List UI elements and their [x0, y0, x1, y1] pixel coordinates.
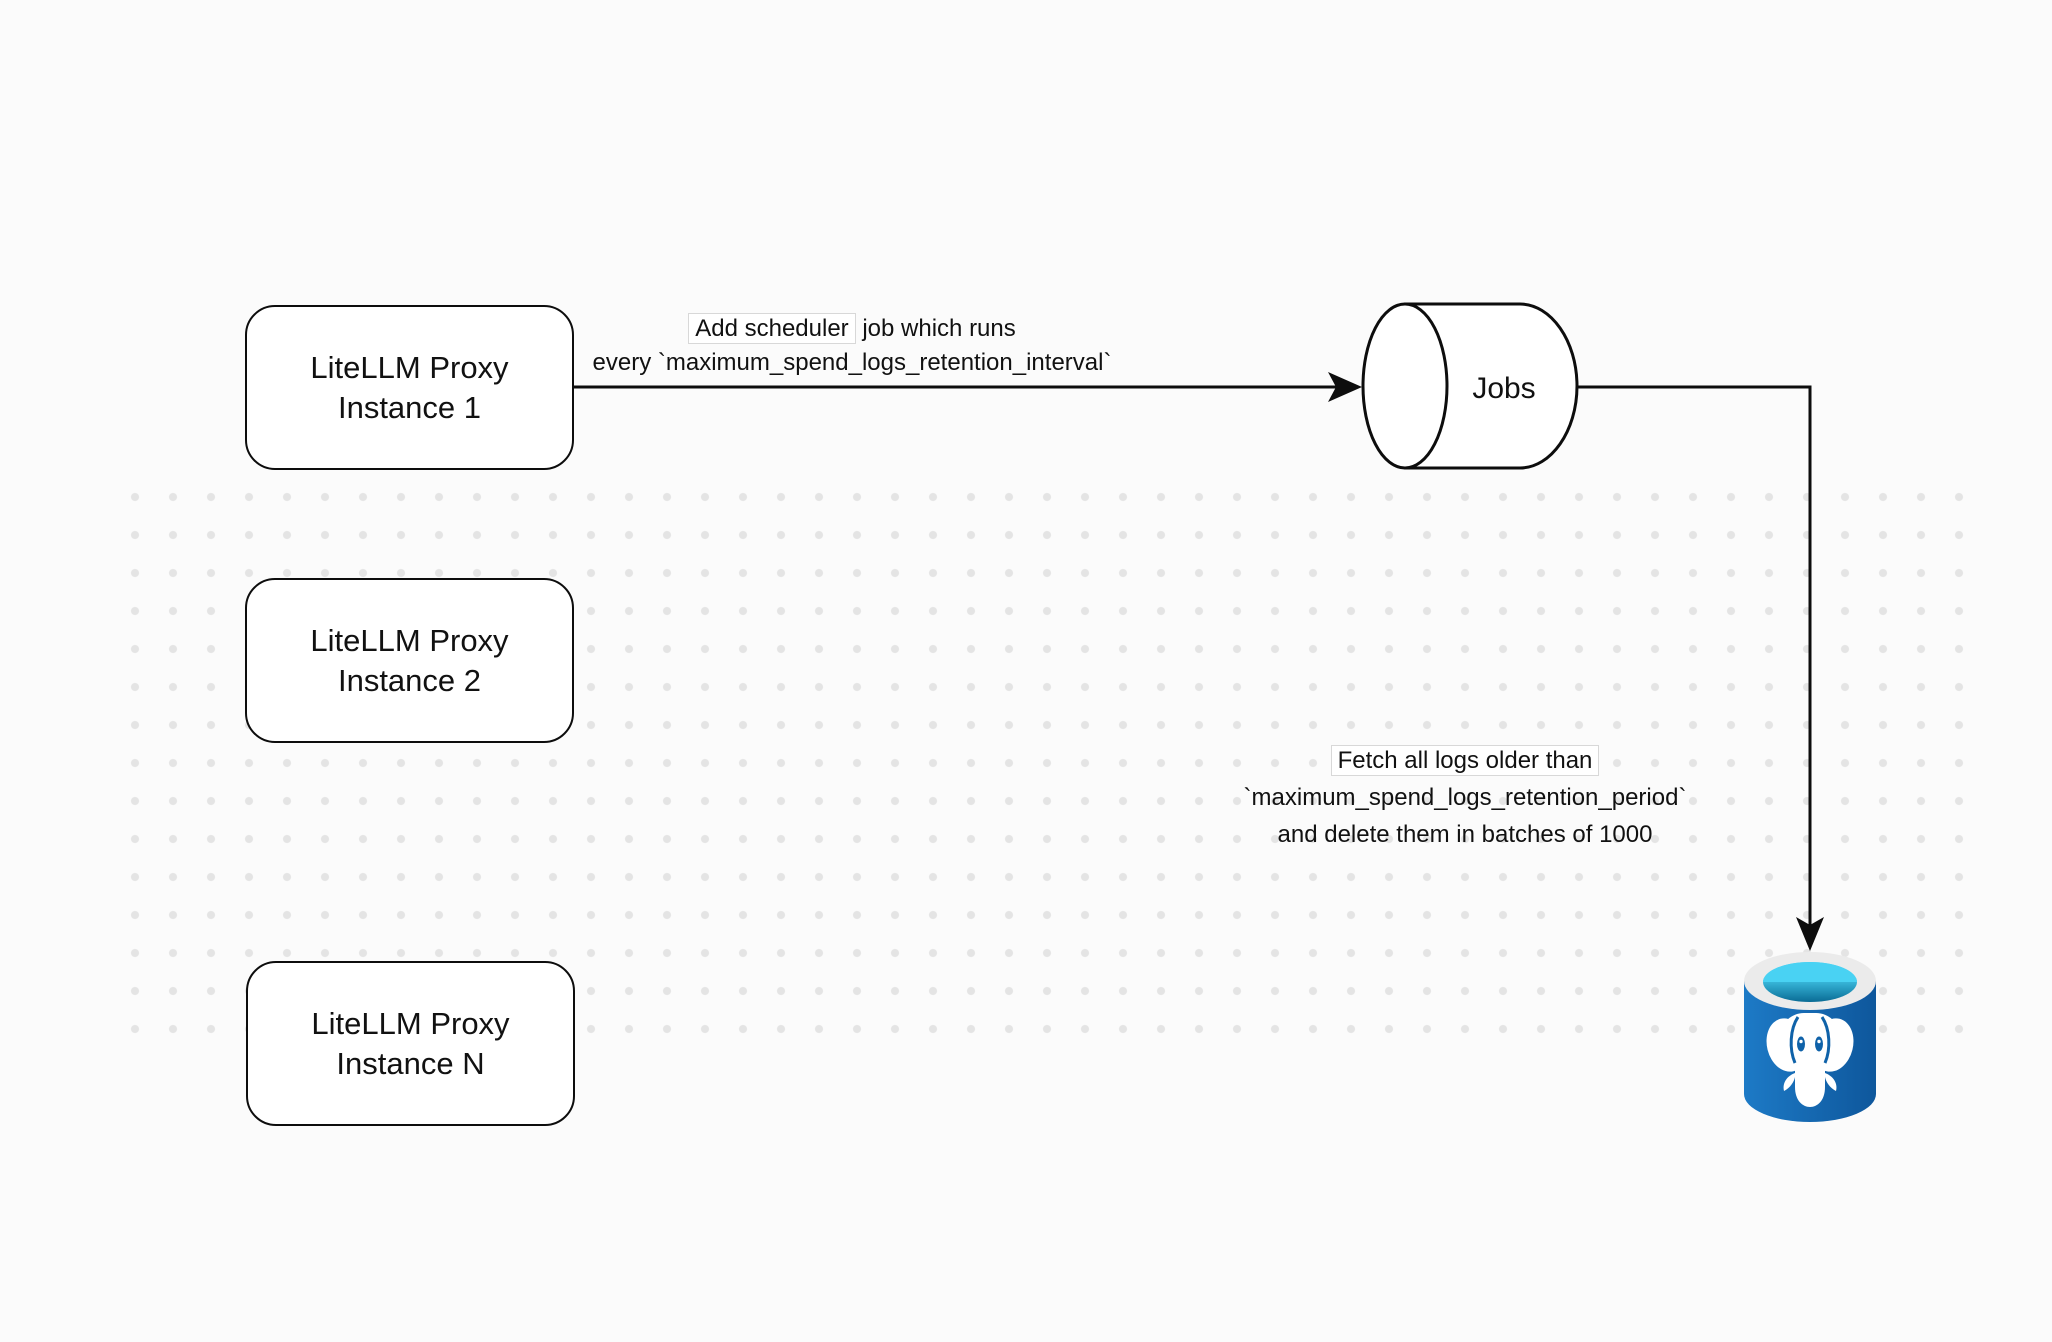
node-label-line: Instance 1 [337, 389, 482, 425]
jobs-label: Jobs [1472, 372, 1535, 405]
edge-label-boxed-text: Add scheduler [688, 313, 856, 344]
edge-label-scheduler-line2: every `maximum_spend_logs_retention_inte… [592, 349, 1112, 376]
node-label-line: Instance 2 [337, 662, 482, 698]
arrowhead-down-icon [1796, 917, 1824, 951]
pg-cylinder-water-highlight [1763, 962, 1857, 982]
node-litellm-proxy-instance-2: LiteLLM Proxy Instance 2 [245, 578, 574, 743]
node-label-line: Instance N [336, 1045, 485, 1081]
edge-label-cleanup: Fetch all logs older than `maximum_spend… [1165, 742, 1765, 853]
jobs-cylinder-body [1403, 302, 1579, 470]
node-litellm-proxy-instance-1: LiteLLM Proxy Instance 1 [245, 305, 574, 470]
node-label-line: LiteLLM Proxy [310, 349, 509, 385]
edge-label-scheduler: Add scheduler job which runs every `maxi… [552, 312, 1152, 380]
node-label-line: LiteLLM Proxy [310, 622, 509, 658]
node-jobs-queue: Jobs [1361, 302, 1579, 470]
arrowhead-right-icon [1328, 372, 1362, 402]
jobs-cylinder-cap [1361, 302, 1449, 470]
edge-label-boxed-text: Fetch all logs older than [1330, 745, 1600, 776]
edge-label-cleanup-line1: Fetch all logs older than [1165, 742, 1765, 779]
node-litellm-proxy-instance-n: LiteLLM Proxy Instance N [246, 961, 575, 1126]
edge-jobs-to-postgres [1577, 385, 1812, 934]
edge-label-text: job which runs [855, 315, 1016, 342]
edge-label-cleanup-line3: and delete them in batches of 1000 [1277, 821, 1653, 848]
postgresql-database-icon [1744, 952, 1876, 1122]
node-label-line: LiteLLM Proxy [311, 1005, 510, 1041]
postgres-elephant-icon [1766, 1013, 1854, 1107]
edge-label-cleanup-line2: `maximum_spend_logs_retention_period` [1243, 784, 1687, 811]
dot-grid-background [116, 478, 1978, 1048]
edge-label-scheduler-line1: Add scheduler job which runs [552, 312, 1152, 346]
